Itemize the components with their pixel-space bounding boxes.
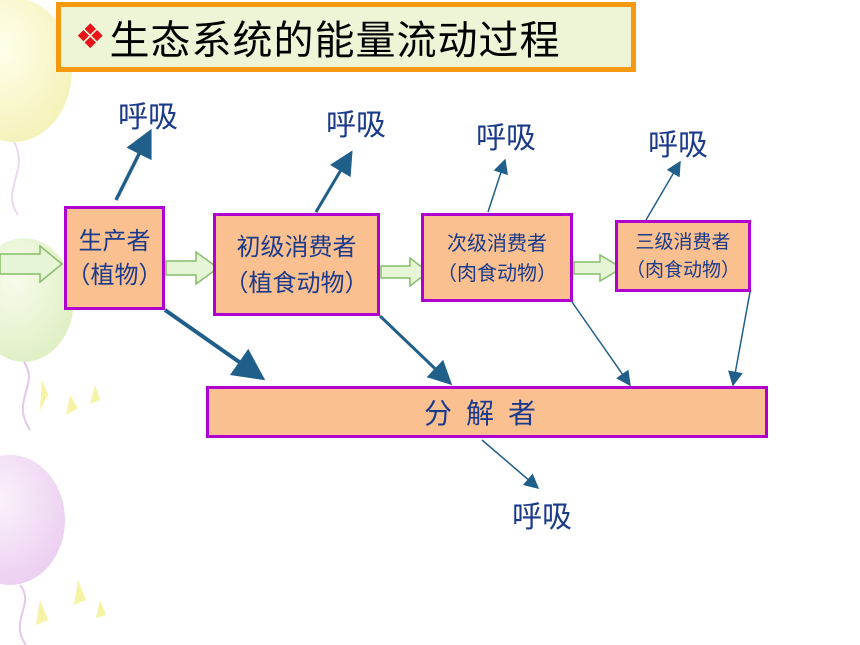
balloon-yellow-icon: [0, 0, 72, 216]
balloon-purple-icon: [0, 455, 65, 645]
respiration-label-producer: 呼吸: [118, 100, 178, 135]
node-primary-line2: （植食动物）: [224, 268, 369, 297]
respiration-label-secondary: 呼吸: [476, 121, 536, 156]
node-producer-line2: （植物）: [66, 261, 163, 289]
title-banner: ❖ 生态系统的能量流动过程: [56, 2, 636, 72]
node-secondary-consumer: 次级消费者 （肉食动物）: [421, 213, 573, 302]
node-secondary-line2: （肉食动物）: [437, 260, 557, 285]
respiration-label-tertiary: 呼吸: [648, 128, 708, 163]
respiration-label-primary: 呼吸: [326, 108, 386, 143]
node-producer: 生产者 （植物）: [64, 206, 165, 310]
page-title: 生态系统的能量流动过程: [109, 18, 561, 64]
node-primary-line1: 初级消费者: [236, 232, 357, 261]
node-primary-consumer: 初级消费者 （植食动物）: [213, 213, 380, 316]
sparkle-icon: [36, 380, 106, 625]
node-producer-line1: 生产者: [78, 227, 151, 255]
node-secondary-line1: 次级消费者: [447, 230, 547, 255]
node-tertiary-line1: 三级消费者: [635, 231, 731, 253]
node-tertiary-line2: （肉食动物）: [625, 259, 740, 281]
respiration-label-decomposer: 呼吸: [512, 500, 572, 535]
node-tertiary-consumer: 三级消费者 （肉食动物）: [615, 220, 751, 292]
node-decomposer: 分解者: [206, 386, 768, 438]
diamond-bullet-icon: ❖: [75, 17, 106, 57]
balloon-green-icon: [0, 238, 74, 431]
